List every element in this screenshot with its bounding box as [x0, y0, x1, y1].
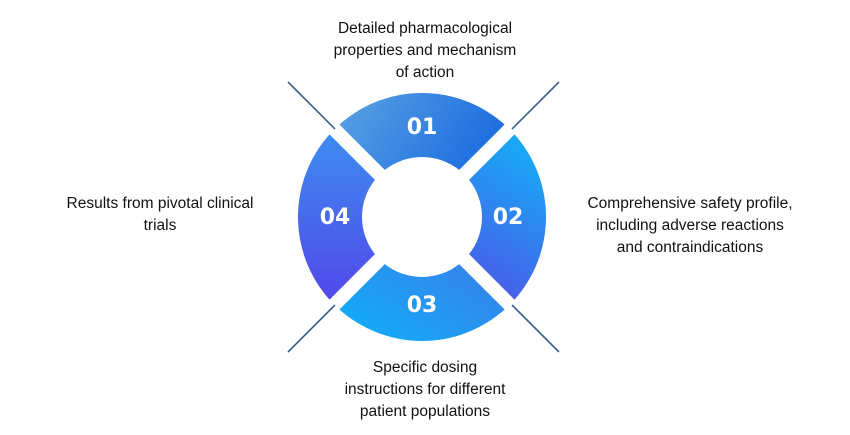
connector-line-top-right [511, 81, 560, 130]
connector-line-bottom-right [511, 304, 560, 353]
segment-01-shape [339, 92, 505, 170]
segment-01: 01 [339, 92, 505, 170]
connector-lines [287, 81, 560, 353]
segment-02-number: 02 [493, 205, 524, 230]
segment-03: 03 [339, 264, 505, 342]
connector-line-top-left [287, 81, 336, 130]
segment-04-number: 04 [320, 205, 351, 230]
segment-04: 04 [297, 134, 375, 300]
segment-03-shape [339, 264, 505, 342]
segment-02: 02 [469, 134, 546, 300]
connector-line-bottom-left [287, 304, 336, 353]
segment-03-number: 03 [407, 293, 438, 318]
caption-02: Comprehensive safety profile,including a… [587, 195, 793, 256]
segment-02-shape [469, 134, 546, 300]
segment-01-number: 01 [407, 115, 438, 140]
segment-04-shape [297, 134, 375, 300]
